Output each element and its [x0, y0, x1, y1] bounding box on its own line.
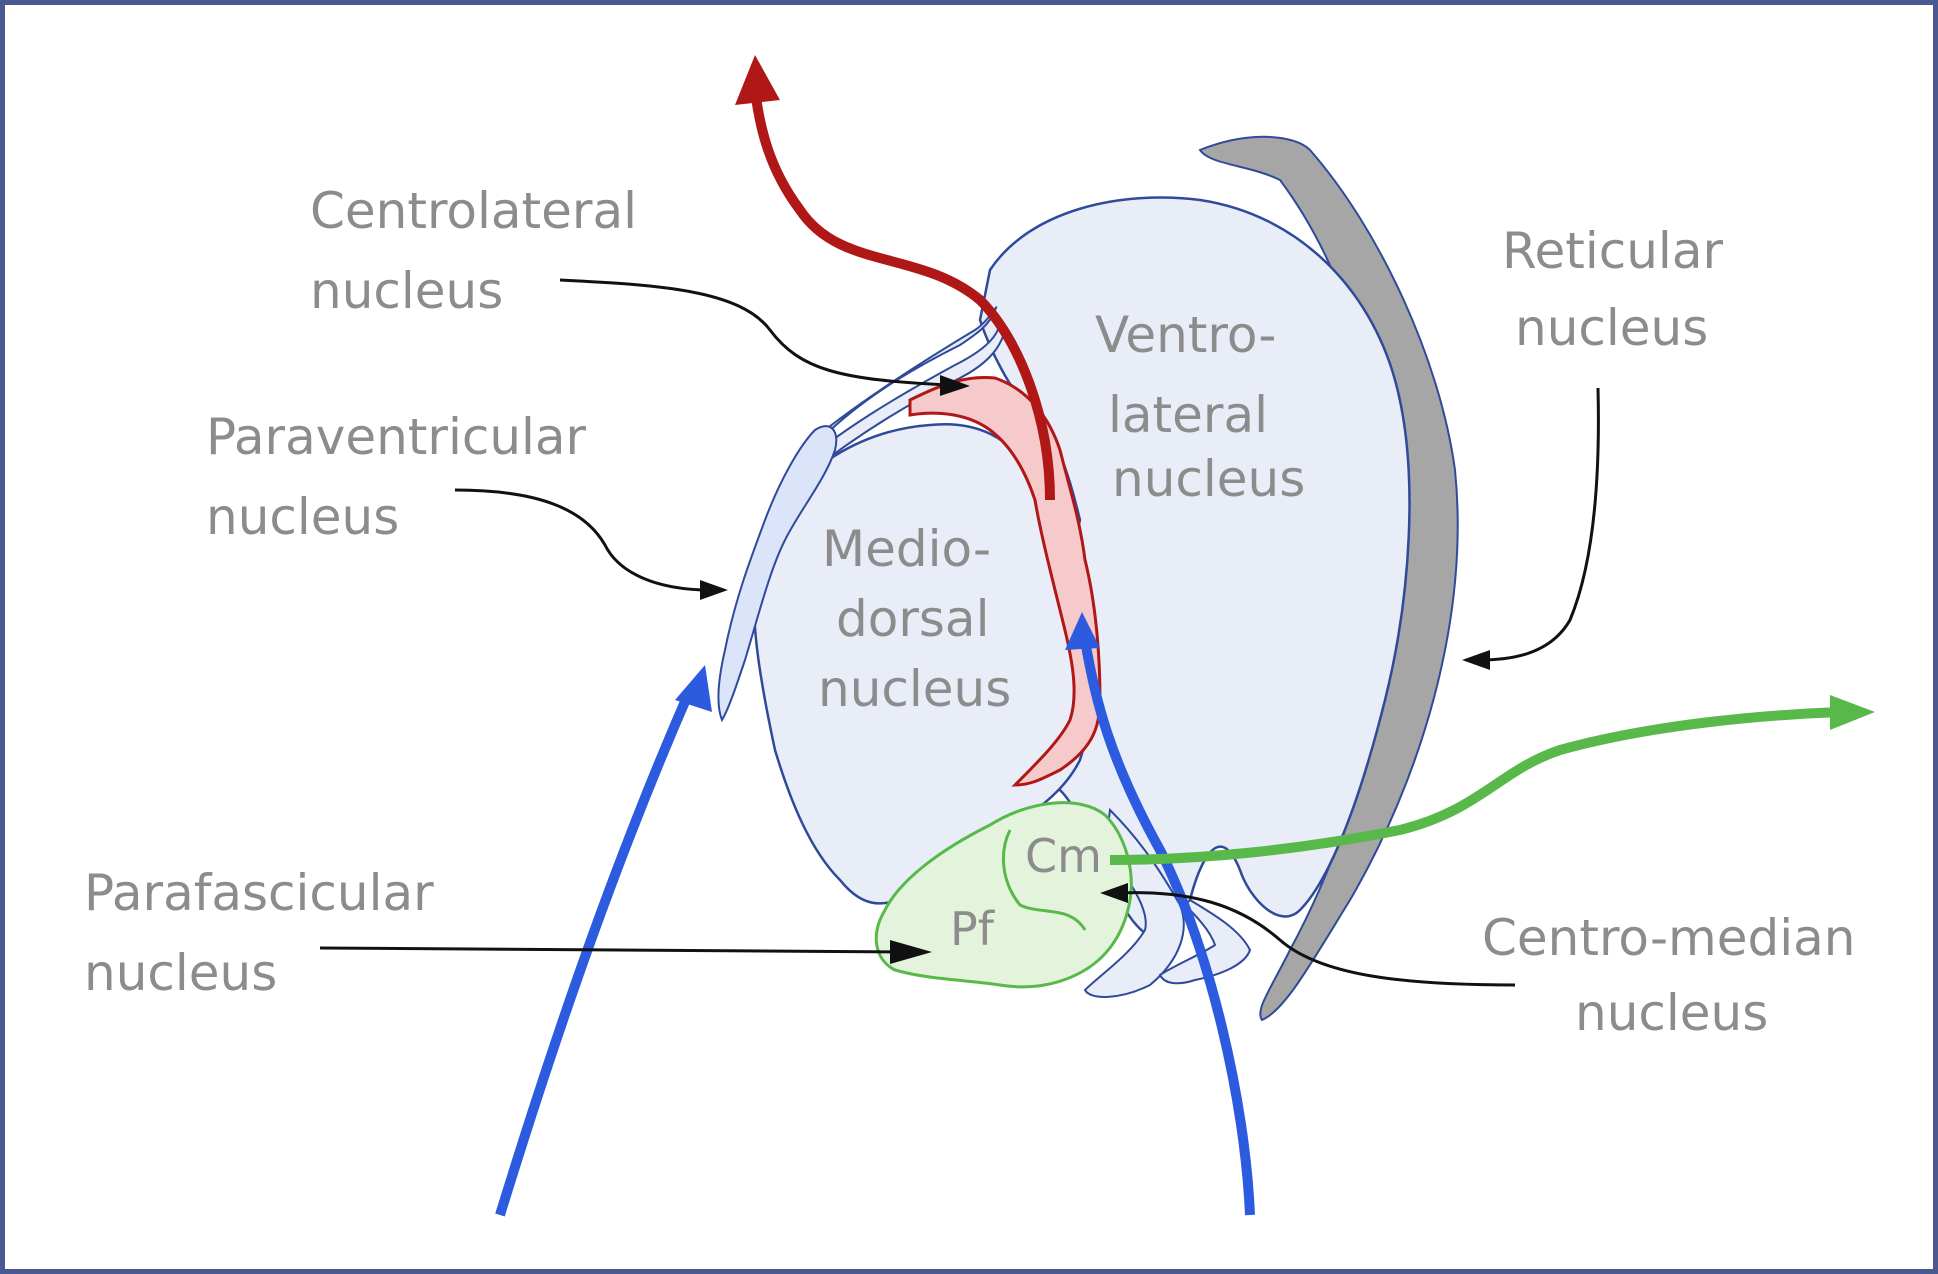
blue-left-arrowhead [675, 665, 712, 712]
centrolateral-pointer [559, 278, 951, 387]
mediodorsal-label: Medio- dorsal nucleus [818, 520, 1011, 718]
cm-pf-divider [1001, 829, 1087, 931]
mediodorsal-nucleus-shape [752, 423, 1094, 905]
paraventricular-pointer [454, 488, 711, 592]
cm-label: Cm [1025, 829, 1102, 883]
centrolateral-pointer-head [940, 375, 970, 396]
cm-pf-complex-shape [874, 801, 1133, 989]
blue-left-pathway-arrow [495, 687, 695, 1217]
parafascicular-pointer-head [890, 940, 932, 964]
parafascicular-label: Parafascicular nucleus [84, 864, 450, 1002]
green-pathway-arrow [1109, 707, 1841, 865]
red-arrowhead [735, 55, 780, 105]
paraventricular-label: Paraventricular nucleus [206, 408, 602, 546]
blue-right-pathway-arrow [1080, 639, 1255, 1216]
reticular-label: Reticular nucleus [1502, 222, 1739, 357]
parafascicular-pointer [319, 946, 901, 954]
centro-median-pointer-head [1100, 883, 1128, 903]
lower-strip-shape [1083, 807, 1185, 998]
centrolateral-label: Centrolateral nucleus [310, 182, 653, 320]
ventrolateral-label: Ventro- lateral nucleus [1095, 306, 1305, 508]
lower-strip-shape-2 [1158, 898, 1252, 985]
red-pathway-arrow [750, 89, 1055, 501]
centro-median-label: Centro-median nucleus [1482, 909, 1871, 1042]
green-arrowhead [1830, 695, 1875, 730]
pf-label: Pf [950, 902, 996, 956]
reticular-pointer [1479, 387, 1600, 662]
centro-median-pointer [1119, 891, 1516, 987]
paraventricular-nucleus-shape [717, 425, 838, 723]
blue-right-arrowhead [1065, 612, 1100, 650]
reticular-pointer-head [1462, 650, 1490, 670]
paraventricular-pointer-head [700, 580, 728, 600]
